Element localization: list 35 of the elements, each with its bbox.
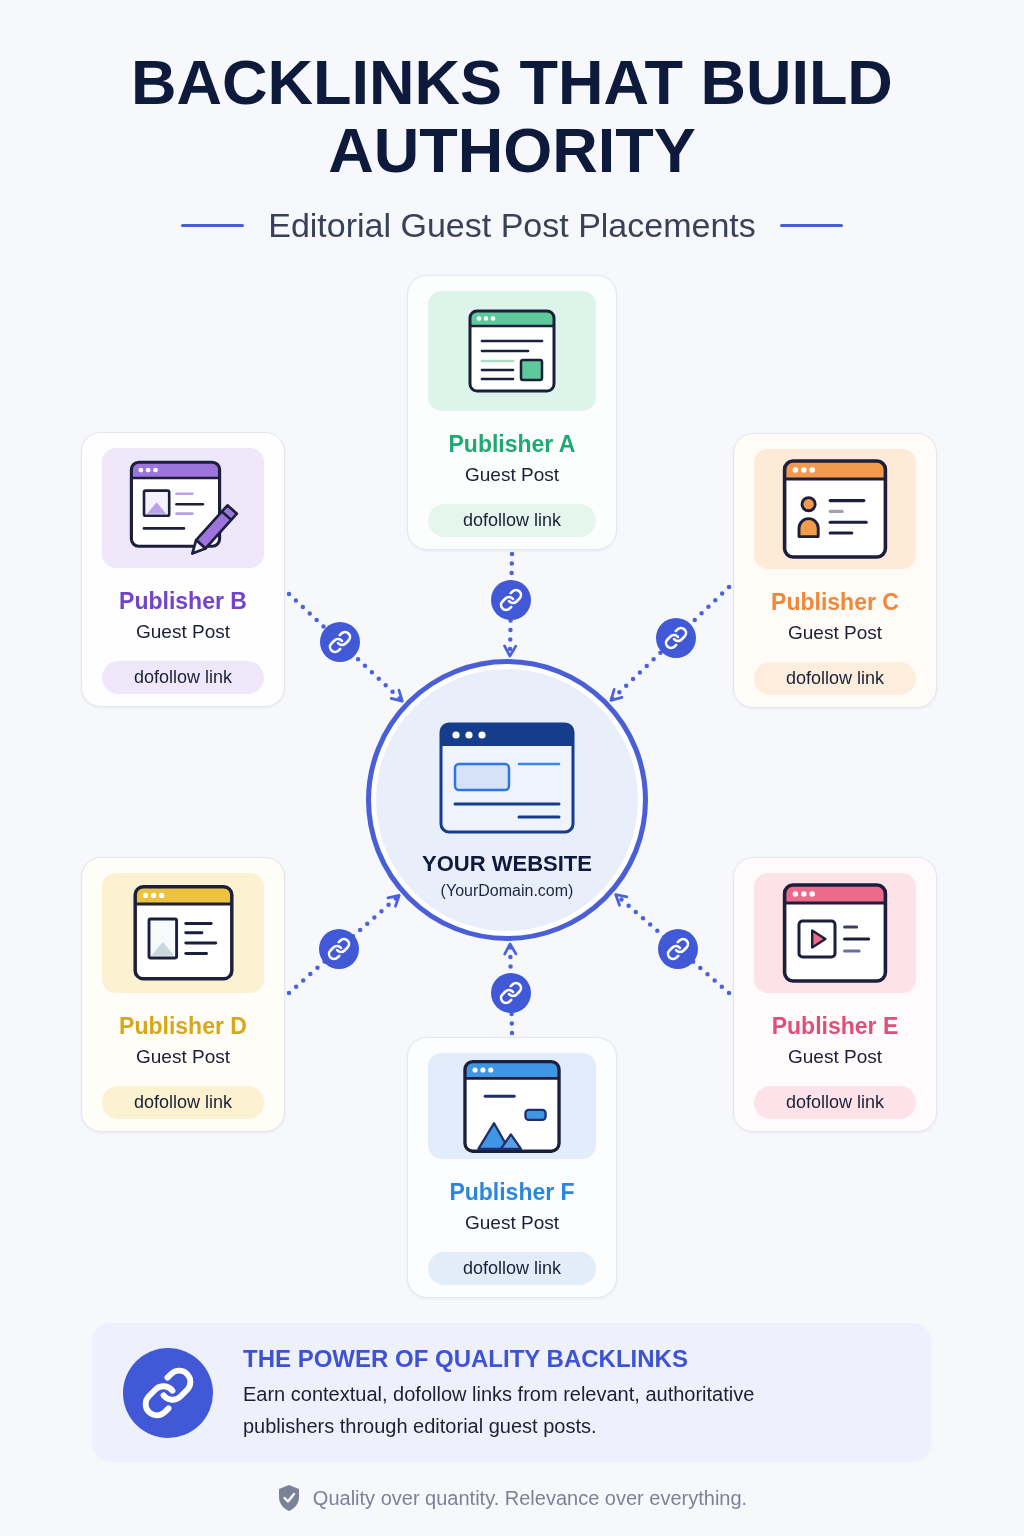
publisher-card — [733, 857, 937, 1132]
link-type-tag: dofollow link — [428, 1252, 596, 1285]
publisher-card — [407, 275, 617, 550]
dotted-arrow — [286, 893, 402, 996]
post-type: Guest Post — [136, 620, 230, 644]
post-type: Guest Post — [136, 1045, 230, 1069]
link-type-tag: dofollow link — [102, 1086, 264, 1119]
info-panel — [92, 1323, 931, 1462]
site-name: YOUR WEBSITE — [422, 851, 592, 877]
link-type-tag: dofollow link — [428, 504, 596, 537]
publisher-name: Publisher E — [771, 1013, 899, 1039]
tagline: Quality over quantity. Relevance over everything. — [312, 1486, 748, 1511]
title: BACKLINKS THAT BUILD AUTHORITY — [130, 48, 894, 184]
post-type: Guest Post — [788, 1045, 882, 1069]
publisher-name: Publisher F — [449, 1179, 575, 1205]
link-type-tag: dofollow link — [754, 1086, 916, 1119]
publisher-name: Publisher B — [119, 588, 247, 614]
domain-name: (YourDomain.com) — [440, 881, 574, 901]
post-type: Guest Post — [788, 621, 882, 645]
dotted-arrow — [608, 584, 732, 703]
panel-heading: THE POWER OF QUALITY BACKLINKS — [243, 1343, 689, 1374]
publisher-card — [407, 1037, 617, 1298]
subtitle: Editorial Guest Post Placements — [268, 205, 756, 246]
publisher-card — [81, 432, 285, 707]
link-type-tag: dofollow link — [102, 661, 264, 694]
publisher-name: Publisher C — [771, 589, 899, 615]
panel-text: Earn contextual, dofollow links from relevant, authoritative publishers through editorial guest posts. — [243, 1381, 756, 1439]
post-type: Guest Post — [465, 1211, 559, 1235]
link-type-tag: dofollow link — [754, 662, 916, 695]
publisher-card — [81, 857, 285, 1132]
post-type: Guest Post — [465, 463, 559, 487]
publisher-name: Publisher D — [119, 1013, 247, 1039]
dotted-arrow — [286, 591, 405, 704]
publisher-card — [733, 433, 937, 708]
publisher-name: Publisher A — [448, 431, 576, 457]
